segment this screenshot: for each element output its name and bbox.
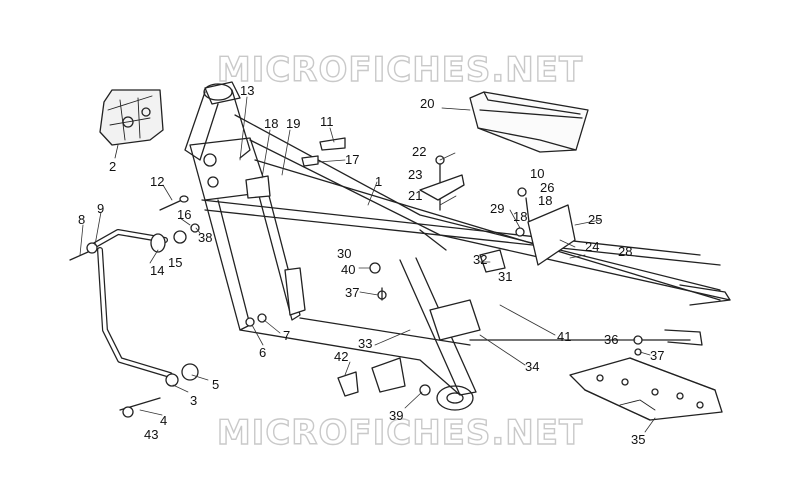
callout-18-bracket[interactable]: 18	[538, 193, 553, 208]
callout-36[interactable]: 36	[604, 332, 619, 347]
callout-28[interactable]: 28	[618, 244, 633, 259]
watermark-bottom: MICROFICHES.NET	[216, 412, 584, 453]
callout-29[interactable]: 29	[490, 201, 505, 216]
callout-33[interactable]: 33	[358, 336, 373, 351]
callout-22[interactable]: 22	[412, 144, 427, 159]
fasteners	[69, 137, 643, 418]
leader-lines	[79, 96, 656, 433]
callout-37-left[interactable]: 37	[345, 285, 360, 300]
callout-9[interactable]: 9	[97, 201, 105, 216]
callout-31[interactable]: 31	[498, 269, 513, 284]
detail-part-2	[99, 89, 164, 159]
callout-43[interactable]: 43	[144, 427, 159, 442]
engine-guard-part-9	[92, 229, 173, 378]
watermark-top: MICROFICHES.NET	[216, 49, 584, 90]
callout-42[interactable]: 42	[334, 349, 349, 364]
callout-38[interactable]: 38	[198, 230, 213, 245]
callout-10[interactable]: 10	[530, 166, 545, 181]
callout-14[interactable]: 14	[150, 263, 165, 278]
frame-main-part-1	[184, 81, 731, 411]
callout-40[interactable]: 40	[341, 262, 356, 277]
callout-11[interactable]: 11	[320, 114, 334, 129]
callout-7[interactable]: 7	[283, 328, 291, 343]
callout-8[interactable]: 8	[78, 212, 86, 227]
callout-20[interactable]: 20	[420, 96, 435, 111]
callout-3[interactable]: 3	[190, 393, 198, 408]
callout-17[interactable]: 17	[345, 152, 360, 167]
callout-18-frame[interactable]: 18	[264, 116, 279, 131]
tray-part-20	[441, 91, 589, 153]
callout-1[interactable]: 1	[375, 174, 383, 189]
callout-19[interactable]: 19	[286, 116, 301, 131]
callout-24[interactable]: 24	[585, 239, 600, 254]
callout-26[interactable]: 26	[540, 180, 555, 195]
callout-23[interactable]: 23	[408, 167, 423, 182]
callout-41[interactable]: 41	[557, 329, 572, 344]
callout-35[interactable]: 35	[631, 432, 646, 447]
callout-21[interactable]: 21	[408, 188, 423, 203]
callout-18-lower[interactable]: 18	[513, 209, 528, 224]
callout-15[interactable]: 15	[168, 255, 183, 270]
callout-4[interactable]: 4	[160, 413, 168, 428]
callout-6[interactable]: 6	[259, 345, 267, 360]
callout-25[interactable]: 25	[588, 212, 603, 227]
callout-30[interactable]: 30	[337, 246, 352, 261]
callout-39[interactable]: 39	[389, 408, 404, 423]
callout-16[interactable]: 16	[177, 207, 192, 222]
callout-5[interactable]: 5	[212, 377, 220, 392]
skid-plate-part-35	[569, 357, 723, 421]
callout-34[interactable]: 34	[525, 359, 540, 374]
callout-32[interactable]: 32	[473, 252, 488, 267]
callout-12[interactable]: 12	[150, 174, 165, 189]
callout-13[interactable]: 13	[240, 83, 255, 98]
callout-37-right[interactable]: 37	[650, 348, 665, 363]
callout-2[interactable]: 2	[109, 159, 117, 174]
